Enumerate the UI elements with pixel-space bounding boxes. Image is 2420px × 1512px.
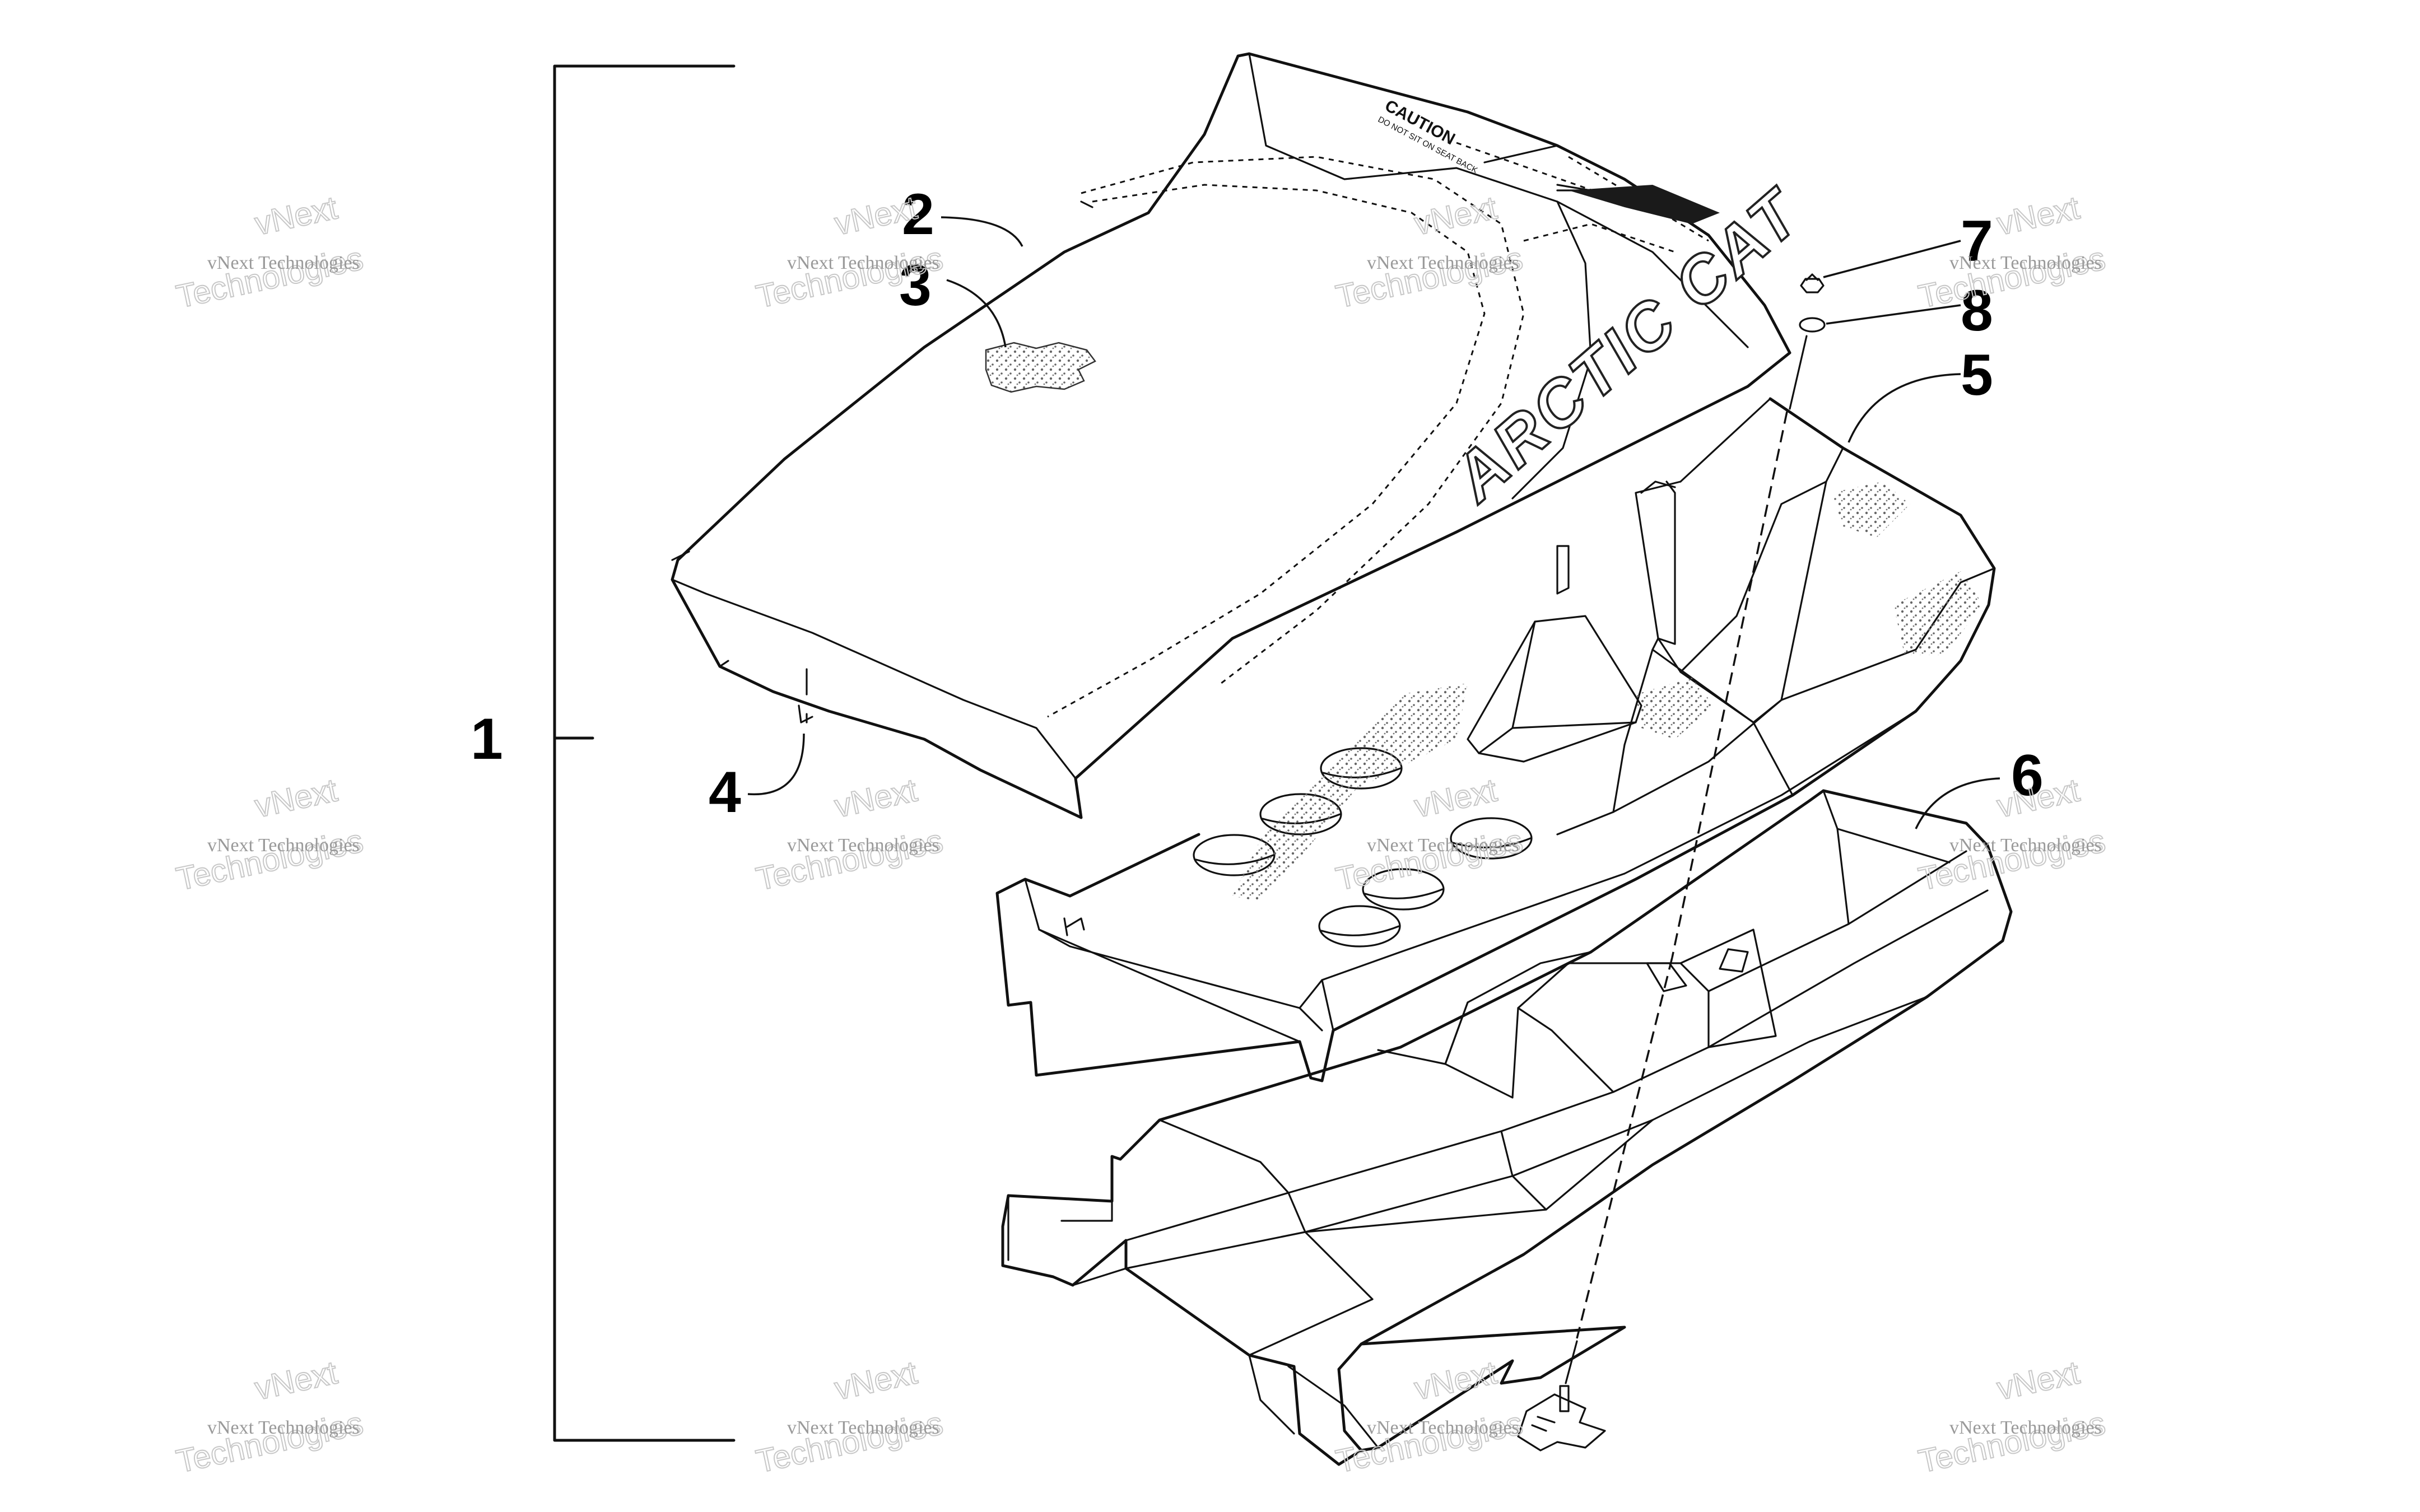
watermark-text: vNext Technologies xyxy=(1949,835,2102,856)
callout-leaders xyxy=(747,216,2000,829)
assembly-bracket xyxy=(553,64,736,1442)
watermark-word-technologies: Technologies xyxy=(1915,240,2109,315)
watermark-word-vnext: vNext xyxy=(831,772,920,824)
watermark-word-technologies: Technologies xyxy=(1333,823,1526,898)
seat-patch-3 xyxy=(985,342,1096,393)
watermark-word-vnext: vNext xyxy=(252,772,341,824)
watermark-word-vnext: vNext xyxy=(1411,772,1500,824)
watermark-word-vnext: vNext xyxy=(252,1354,341,1407)
watermark-text: vNext Technologies xyxy=(1949,1417,2102,1438)
callout-5: 5 xyxy=(1961,343,1993,408)
watermark-word-vnext: vNext xyxy=(1411,189,1500,242)
watermark-text: vNext Technologies xyxy=(787,253,939,273)
foam-hole-6 xyxy=(1318,905,1401,948)
callouts: 1 2 3 4 5 6 7 8 xyxy=(471,182,2044,825)
foam-hole-4 xyxy=(1450,817,1533,860)
callout-6: 6 xyxy=(2011,743,2044,808)
watermark-word-technologies: Technologies xyxy=(1915,823,2109,898)
watermark-word-technologies: Technologies xyxy=(1915,1405,2109,1480)
callout-7: 7 xyxy=(1961,209,1993,274)
watermark-text: vNext Technologies xyxy=(207,253,360,273)
watermark-text: vNext Technologies xyxy=(207,835,360,856)
watermark-word-technologies: Technologies xyxy=(173,1405,366,1480)
watermark-text: vNext Technologies xyxy=(787,1417,939,1438)
watermark-word-vnext: vNext xyxy=(1994,772,2083,824)
seat-fastener-hardware xyxy=(1517,273,1826,1452)
callout-4: 4 xyxy=(709,760,741,825)
watermark-text: vNext Technologies xyxy=(1949,253,2102,273)
callout-8: 8 xyxy=(1961,278,1993,343)
watermark-word-technologies: Technologies xyxy=(753,1405,946,1480)
watermark-text: vNext Technologies xyxy=(1367,1417,1519,1438)
foam-texture xyxy=(1232,683,1468,902)
seat-base-pan xyxy=(1001,789,2013,1466)
watermark-word-technologies: Technologies xyxy=(753,823,946,898)
watermark-word-vnext: vNext xyxy=(831,1354,920,1407)
watermark-text: vNext Technologies xyxy=(207,1417,360,1438)
callout-2: 2 xyxy=(902,182,934,247)
watermark-word-vnext: vNext xyxy=(252,189,341,242)
callout-3: 3 xyxy=(899,253,932,318)
watermark-word-vnext: vNext xyxy=(1994,189,2083,242)
watermark-word-vnext: vNext xyxy=(1994,1354,2083,1407)
watermark-word-technologies: Technologies xyxy=(173,240,366,315)
watermark-text: vNext Technologies xyxy=(1367,835,1519,856)
watermark-text: vNext Technologies xyxy=(787,835,939,856)
foam-hole-5 xyxy=(1362,868,1445,911)
seat-foam xyxy=(995,397,1996,1082)
watermark-word-vnext: vNext xyxy=(1411,1354,1500,1407)
watermark-word-technologies: Technologies xyxy=(1333,240,1526,315)
callout-1: 1 xyxy=(471,707,503,772)
seat-clip-4 xyxy=(798,668,813,724)
watermark-word-technologies: Technologies xyxy=(173,823,366,898)
watermark-text: vNext Technologies xyxy=(1367,253,1519,273)
